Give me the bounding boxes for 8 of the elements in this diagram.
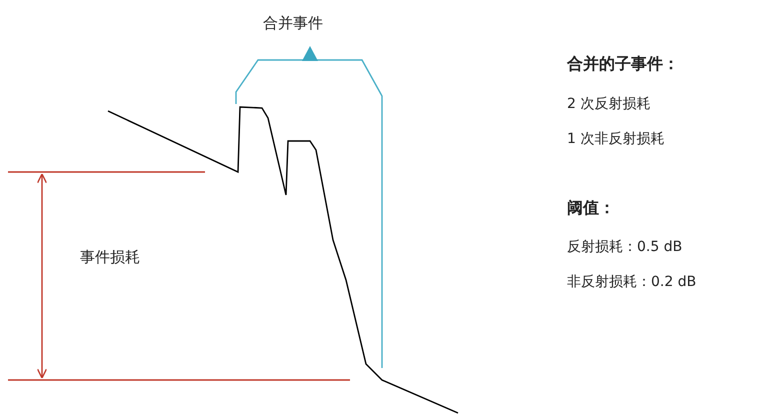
dimension-label: 事件损耗 bbox=[80, 248, 140, 266]
list-item: 1 次非反射损耗 bbox=[567, 130, 664, 148]
event-label: 合并事件 bbox=[263, 14, 323, 32]
threshold-text: 非反射损耗：0.2 dB bbox=[567, 273, 696, 291]
threshold-text: 反射损耗：0.5 dB bbox=[567, 238, 682, 256]
list-item: 2 次反射损耗 bbox=[567, 95, 650, 113]
heading: 阈值： bbox=[567, 199, 615, 217]
heading: 合并的子事件： bbox=[567, 55, 679, 73]
